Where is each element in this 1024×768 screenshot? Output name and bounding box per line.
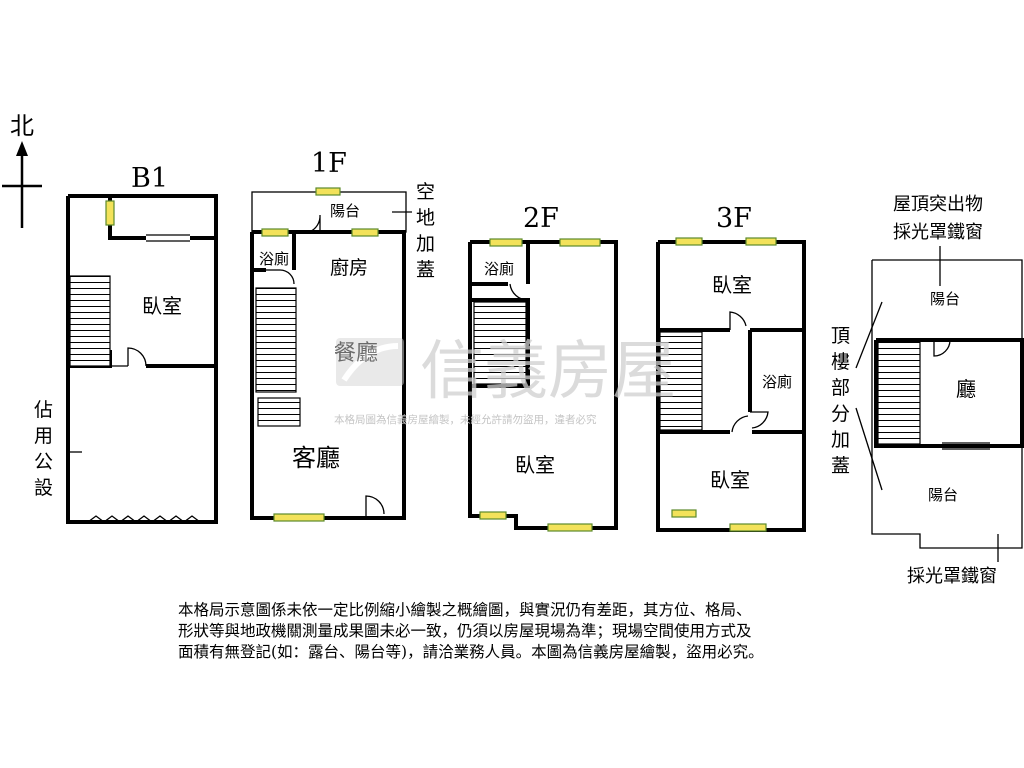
roof-bottom-label: 採光罩鐵窗 — [907, 566, 997, 587]
svg-text:加: 加 — [416, 233, 435, 255]
svg-text:分: 分 — [831, 403, 850, 425]
roof-side-note: 頂 樓 部 分 加 蓋 — [831, 325, 850, 477]
watermark-brand: 信義房屋 — [420, 335, 676, 409]
f2-title: 2F — [523, 203, 559, 234]
f1-title: 1F — [311, 148, 347, 179]
svg-text:設: 設 — [34, 477, 53, 499]
b1-window — [105, 200, 115, 226]
f2-room-bath: 浴廁 — [484, 260, 514, 278]
svg-text:頂: 頂 — [831, 325, 850, 347]
north-label: 北 — [10, 112, 34, 140]
north-arrow-icon — [16, 141, 28, 156]
b1-title: B1 — [131, 163, 168, 194]
f3-room-bedroom-bottom: 臥室 — [710, 468, 750, 492]
svg-text:地: 地 — [416, 207, 435, 229]
f1-room-kitchen: 廚房 — [330, 256, 368, 279]
svg-text:空: 空 — [416, 181, 435, 203]
f3-title: 3F — [716, 203, 752, 234]
svg-text:公: 公 — [34, 451, 53, 473]
f3-room-bedroom-top: 臥室 — [712, 273, 752, 297]
floor-1f: 1F 陽台 浴廁 廚房 餐廳 客廳 空 地 加 蓋 — [250, 148, 435, 522]
floor-b1: B1 臥室 佔 用 公 設 — [34, 163, 218, 524]
f1-room-balcony: 陽台 — [330, 202, 360, 220]
f3-room-bath: 浴廁 — [762, 373, 792, 391]
disclaimer-line-1: 本格局示意圖係未依一定比例縮小繪製之概繪圖，與實況仍有差距，其方位、格局、 — [178, 601, 752, 619]
roof-title-line-2: 採光罩鐵窗 — [893, 222, 983, 243]
svg-text:部: 部 — [831, 377, 850, 399]
roof-room-hall: 廳 — [956, 377, 976, 401]
f1-balcony-rail — [251, 191, 407, 233]
svg-text:用: 用 — [34, 425, 53, 447]
svg-text:加: 加 — [831, 429, 850, 451]
north-compass: 北 — [2, 112, 42, 228]
disclaimer-line-3: 面積有無登記(如：露台、陽台等)，請洽業務人員。本圖為信義房屋繪製，盜用必究。 — [178, 643, 764, 661]
svg-text:佔: 佔 — [34, 399, 53, 421]
floor-roof: 屋頂突出物 採光罩鐵窗 陽台 廳 陽台 頂 樓 部 分 加 蓋 採光罩鐵窗 — [831, 194, 1024, 587]
f1-room-bath: 浴廁 — [259, 250, 289, 268]
roof-title-line-1: 屋頂突出物 — [893, 194, 983, 215]
b1-side-note: 佔 用 公 設 — [34, 399, 53, 499]
disclaimer-line-2: 形狀等與地政機關測量成果圖未必一致，仍須以房屋現場為準；現場空間使用方式及 — [178, 622, 752, 640]
f1-room-living: 客廳 — [292, 444, 340, 472]
roof-room-balcony-top: 陽台 — [930, 290, 960, 308]
svg-text:蓋: 蓋 — [831, 455, 850, 477]
f1-side-note: 空 地 加 蓋 — [416, 181, 435, 281]
watermark-logo-icon — [336, 338, 404, 386]
roof-room-balcony-bottom: 陽台 — [928, 486, 958, 504]
svg-text:蓋: 蓋 — [416, 259, 435, 281]
watermark: 信義房屋 本格局圖為信義房屋繪製，未經允許請勿盜用，違者必究 — [334, 335, 676, 426]
f2-room-bedroom: 臥室 — [515, 453, 555, 477]
floor-3f: 3F 臥室 浴廁 臥室 — [656, 203, 806, 532]
watermark-notice: 本格局圖為信義房屋繪製，未經允許請勿盜用，違者必究 — [334, 413, 597, 426]
svg-text:樓: 樓 — [831, 351, 850, 373]
b1-room-bedroom: 臥室 — [142, 294, 182, 318]
floor-2f: 2F 浴廁 臥室 — [468, 203, 618, 532]
disclaimer-note: 本格局示意圖係未依一定比例縮小繪製之概繪圖，與實況仍有差距，其方位、格局、 形狀… — [178, 600, 858, 663]
